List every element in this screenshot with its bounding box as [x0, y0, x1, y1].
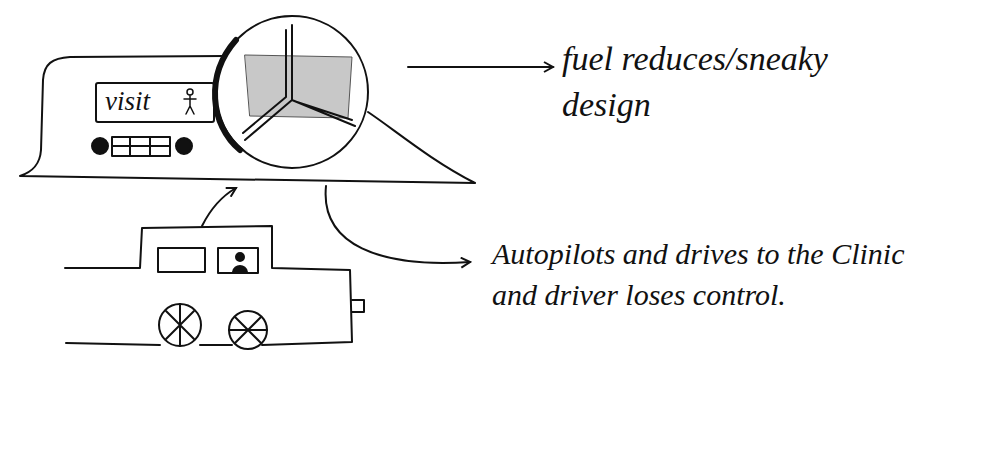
wheel-spokes [229, 317, 267, 343]
steering-wheel [216, 16, 368, 168]
leader-arrow [408, 66, 553, 68]
car-wheel [159, 304, 201, 346]
car-body [65, 226, 352, 345]
dashboard-outline [20, 56, 475, 183]
dial [176, 138, 192, 154]
wheel-rim-shade [215, 40, 240, 150]
annotation-note: Autopilots and drives to the Clinic and … [492, 234, 932, 315]
wheel-spokes [166, 304, 194, 346]
car-windows [158, 248, 258, 273]
driver [233, 253, 247, 272]
dial [92, 138, 108, 154]
vent-grid [112, 137, 170, 156]
leader-arrow [202, 188, 236, 226]
car-exhaust [352, 300, 364, 312]
car-wheel [229, 311, 267, 349]
windshield-patch [245, 55, 352, 118]
stick-figure [184, 89, 196, 114]
annotation-note: fuel reduces/sneaky design [562, 36, 922, 128]
leader-arrow [326, 186, 470, 263]
screen-text: visit [105, 85, 205, 117]
screen-box: visit [95, 82, 215, 123]
wheel-spokes [243, 25, 355, 140]
